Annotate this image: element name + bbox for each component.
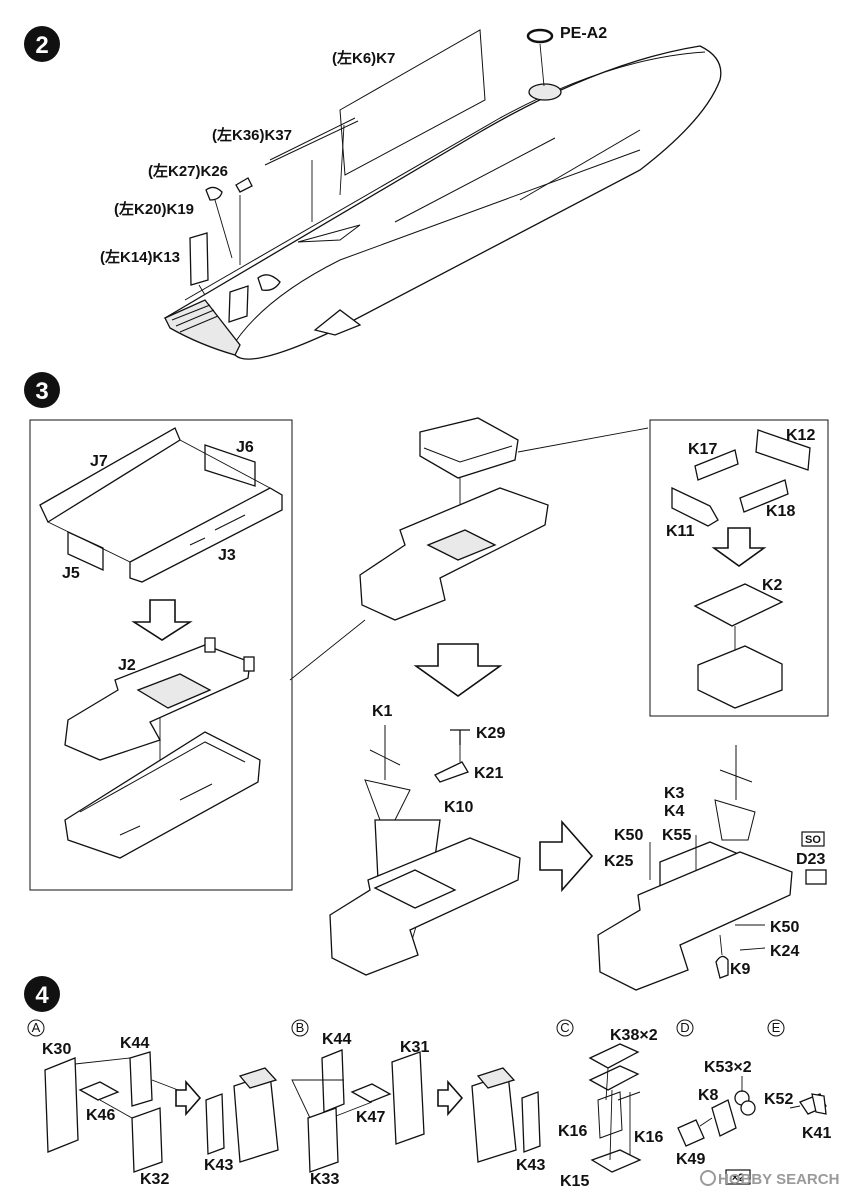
step-4: 4 A K30 K44 K46 K32 K43 B (24, 976, 831, 1190)
label-k3: K3 (664, 785, 685, 802)
label-k13: (左K14)K13 (100, 248, 180, 266)
label-k2: K2 (762, 577, 783, 594)
group-a-id: A (32, 1020, 41, 1035)
label-k21: K21 (474, 765, 503, 782)
so-badge-text: SO (805, 834, 821, 846)
label-d-k53: K53×2 (704, 1059, 752, 1076)
group-b-id: B (296, 1020, 305, 1035)
mast-assembly-drawing (329, 725, 521, 976)
label-k55: K55 (662, 827, 691, 844)
step-2: 2 PE-A2 (左K6)K7 (左K36)K37 (左 (24, 25, 722, 360)
watermark-logo-icon (700, 1170, 716, 1186)
group-e-circle (767, 1019, 785, 1037)
step-3-badge (24, 372, 60, 408)
group-c-circle (556, 1019, 574, 1037)
group-e-id: E (772, 1020, 781, 1035)
label-c-k16-left: K16 (558, 1123, 587, 1140)
label-a-k32: K32 (140, 1171, 169, 1188)
step-2-badge (24, 26, 60, 62)
label-k11: K11 (666, 523, 695, 540)
step-4-number: 4 (35, 982, 49, 1009)
label-k7: (左K6)K7 (332, 49, 395, 67)
label-k18: K18 (766, 503, 795, 520)
label-k9: K9 (730, 961, 751, 978)
label-k25: K25 (604, 853, 633, 870)
label-j2: J2 (118, 657, 136, 674)
label-e-k41: K41 (802, 1125, 831, 1142)
label-a-k43: K43 (204, 1157, 233, 1174)
label-d23: D23 (796, 851, 825, 868)
label-j6: J6 (236, 439, 254, 456)
label-k50-top: K50 (614, 827, 643, 844)
step-3-right-detail-box (649, 419, 829, 717)
label-k19: (左K20)K19 (114, 200, 194, 218)
label-b-k47: K47 (356, 1109, 385, 1126)
group-b-drawing (291, 1049, 541, 1173)
label-k10: K10 (444, 799, 473, 816)
group-d-drawing (677, 1076, 756, 1147)
multiplier-badge (725, 1169, 751, 1185)
step-2-number: 2 (35, 32, 48, 59)
right-box-drawing (671, 429, 811, 709)
label-b-k33: K33 (310, 1171, 339, 1188)
group-a-drawing (44, 1051, 279, 1173)
group-d-id: D (680, 1020, 689, 1035)
label-j7: J7 (90, 453, 108, 470)
step-4-badge (24, 976, 60, 1012)
watermark-text: HOBBY SEARCH (718, 1171, 839, 1188)
label-a-k30: K30 (42, 1041, 71, 1058)
label-a-k44: K44 (120, 1035, 149, 1052)
step-3: 3 J7 J6 J5 J3 J2 (24, 372, 829, 991)
label-pe-a2: PE-A2 (560, 25, 607, 42)
group-c-drawing (588, 1043, 642, 1173)
label-c-k16-right: K16 (634, 1129, 663, 1146)
group-e-drawing (789, 1093, 827, 1115)
label-k12: K12 (786, 427, 815, 444)
label-k50-bottom: K50 (770, 919, 799, 936)
label-b-k31: K31 (400, 1039, 429, 1056)
hull-drawing (163, 28, 722, 360)
step-3-number: 3 (35, 378, 48, 405)
step-3-left-detail-box (29, 419, 293, 891)
group-b-circle (291, 1019, 309, 1037)
label-a-k46: K46 (86, 1107, 115, 1124)
label-j5: J5 (62, 565, 80, 582)
multiplier-badge-text: ×2 (732, 1172, 745, 1184)
group-c-id: C (560, 1020, 569, 1035)
label-k26: (左K27)K26 (148, 162, 228, 180)
label-k4: K4 (664, 803, 685, 820)
label-d-k8: K8 (698, 1087, 719, 1104)
left-box-drawing (39, 427, 283, 859)
label-c-k15: K15 (560, 1173, 589, 1190)
final-assembly-drawing (597, 745, 827, 991)
label-k17: K17 (688, 441, 717, 458)
label-j3: J3 (218, 547, 236, 564)
bridge-deck-drawing (289, 417, 649, 697)
label-b-k44: K44 (322, 1031, 351, 1048)
group-d-circle (676, 1019, 694, 1037)
label-k1: K1 (372, 703, 393, 720)
label-b-k43: K43 (516, 1157, 545, 1174)
group-a-circle (27, 1019, 45, 1037)
step-3-right-arrow (539, 819, 594, 893)
label-k29: K29 (476, 725, 505, 742)
watermark: HOBBY SEARCH (700, 1170, 839, 1188)
label-c-k38: K38×2 (610, 1027, 658, 1044)
label-d-k49: K49 (676, 1151, 705, 1168)
so-badge (801, 831, 825, 847)
label-e-k52: K52 (764, 1091, 793, 1108)
label-k24: K24 (770, 943, 799, 960)
label-k37: (左K36)K37 (212, 126, 292, 144)
